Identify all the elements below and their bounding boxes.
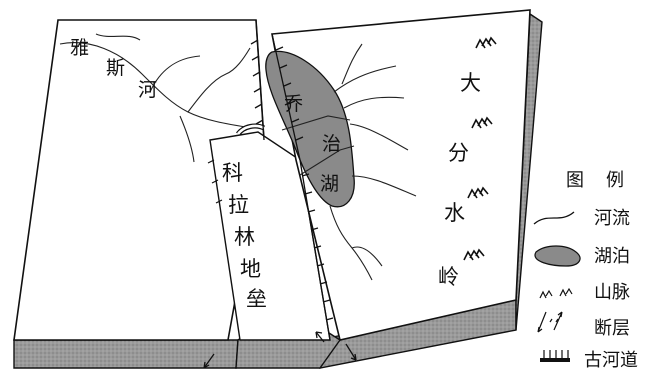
east-river-4 (351, 175, 417, 197)
legend-label-lake: 湖泊 (594, 246, 630, 267)
east-river-2 (343, 96, 405, 109)
lake-blob-icon (534, 245, 581, 267)
north-river (341, 43, 363, 85)
divide-char-2: 分 (448, 141, 469, 165)
lake-char-2: 治 (322, 133, 341, 155)
lake-char-3: 湖 (320, 173, 339, 195)
lake-char-1: 乔 (284, 93, 303, 115)
yasi-char-3: 河 (138, 79, 157, 101)
lake-inner-line-1 (281, 115, 351, 131)
fault-line-west (250, 19, 265, 141)
legend-label-fault: 断层 (594, 318, 630, 339)
horst-west-margin-hachures (207, 159, 223, 204)
horst-char-5: 垒 (246, 287, 267, 311)
river-line-icon (533, 211, 575, 225)
label-qiaozhi-lake: 乔 治 湖 (284, 93, 341, 195)
divide-char-4: 岭 (438, 265, 459, 289)
fault-line-east (271, 33, 334, 341)
label-great-divide: 大 分 水 岭 (438, 71, 481, 289)
legend: 图 例 河流 湖泊 山脉 断层 古河道 (533, 170, 638, 371)
east-river-1 (333, 65, 397, 93)
lake-inner-line-2 (299, 145, 355, 176)
ancient-channel (236, 123, 266, 136)
divide-char-3: 水 (444, 201, 465, 225)
yasi-river-trib-3 (187, 47, 251, 113)
yasi-river-trib-1 (95, 33, 141, 41)
east-river-3 (349, 123, 409, 151)
legend-label-river: 河流 (594, 208, 630, 229)
yasi-river-trib-2 (149, 55, 201, 93)
yasi-char-2: 斯 (106, 57, 125, 79)
horst-char-1: 科 (222, 161, 243, 185)
front-fault-arrows (203, 331, 357, 369)
legend-title-char-1: 图 (566, 170, 584, 191)
mountain-symbols (463, 36, 497, 261)
label-kolla-horst: 科 拉 林 地 垒 (222, 161, 267, 311)
yasi-char-1: 雅 (70, 37, 89, 59)
legend-title-char-2: 例 (606, 170, 624, 191)
horst-char-2: 拉 (228, 193, 249, 217)
west-trib-south (179, 115, 195, 163)
legend-label-ancient-channel: 古河道 (584, 350, 638, 371)
divide-char-1: 大 (460, 71, 481, 95)
horst-char-4: 地 (240, 257, 261, 281)
qiaozhi-lake-shape (265, 50, 355, 208)
label-yasi-river: 雅 斯 河 (70, 37, 157, 101)
fault-arrows-icon (537, 311, 563, 333)
legend-label-mountain: 山脉 (594, 282, 630, 303)
mountain-symbol-icon (539, 287, 573, 299)
ancient-channel-icon (540, 350, 570, 362)
outflow-trib (351, 246, 383, 267)
horst-char-3: 林 (234, 225, 255, 249)
yasi-river-main (59, 42, 253, 129)
